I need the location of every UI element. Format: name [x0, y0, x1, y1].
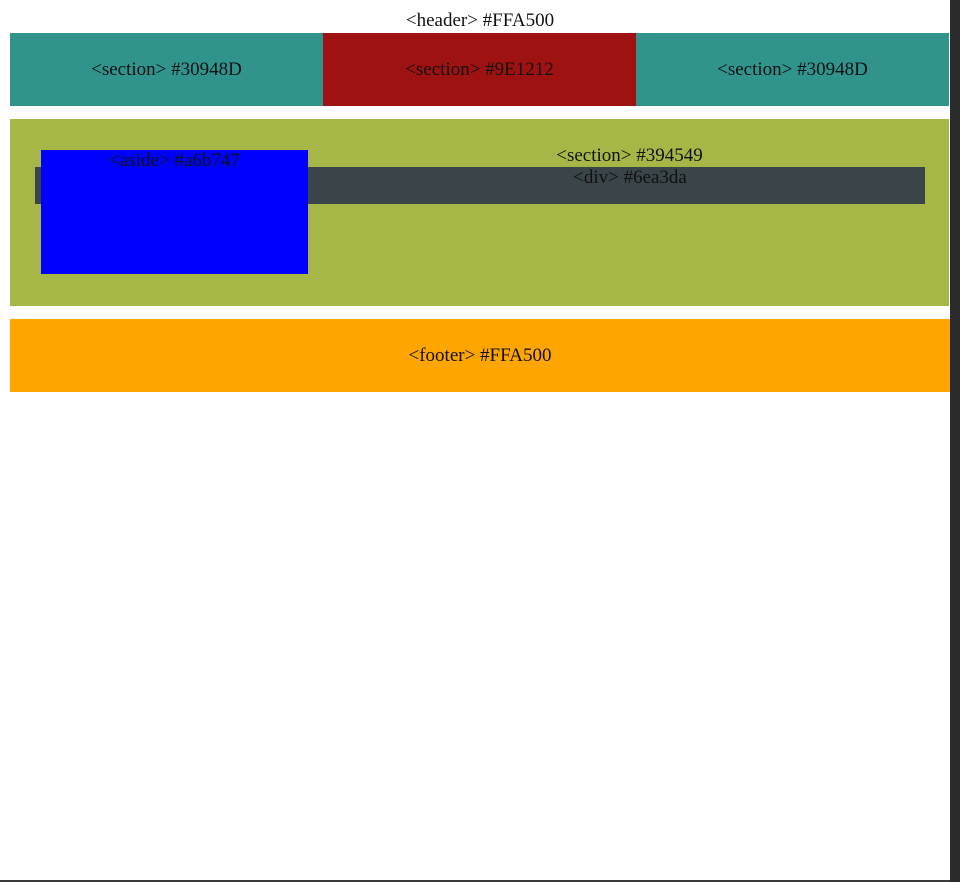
- scrollbar[interactable]: [950, 0, 960, 882]
- footer-label: <footer> #FFA500: [408, 344, 552, 366]
- top-sections-row: <section> #30948D <section> #9E1212 <sec…: [10, 33, 949, 106]
- header-label: <header> #FFA500: [405, 10, 555, 31]
- section-center: <section> #9E1212: [323, 33, 636, 106]
- bottom-divider: [0, 880, 950, 882]
- aside-box: <aside> #a6b747: [41, 150, 308, 274]
- footer: <footer> #FFA500: [10, 319, 950, 392]
- aside-label: <aside> #a6b747: [109, 150, 240, 171]
- section-right: <section> #30948D: [636, 33, 949, 106]
- section-center-label: <section> #9E1212: [405, 58, 554, 80]
- section-right-label: <section> #30948D: [717, 58, 868, 80]
- inner-div-label: <div> #6ea3da: [573, 167, 687, 188]
- section-left: <section> #30948D: [10, 33, 323, 106]
- main-section-label: <section> #394549: [556, 145, 703, 166]
- main-section: <div> #6ea3da <section> #394549 <aside> …: [10, 119, 949, 306]
- section-left-label: <section> #30948D: [91, 58, 242, 80]
